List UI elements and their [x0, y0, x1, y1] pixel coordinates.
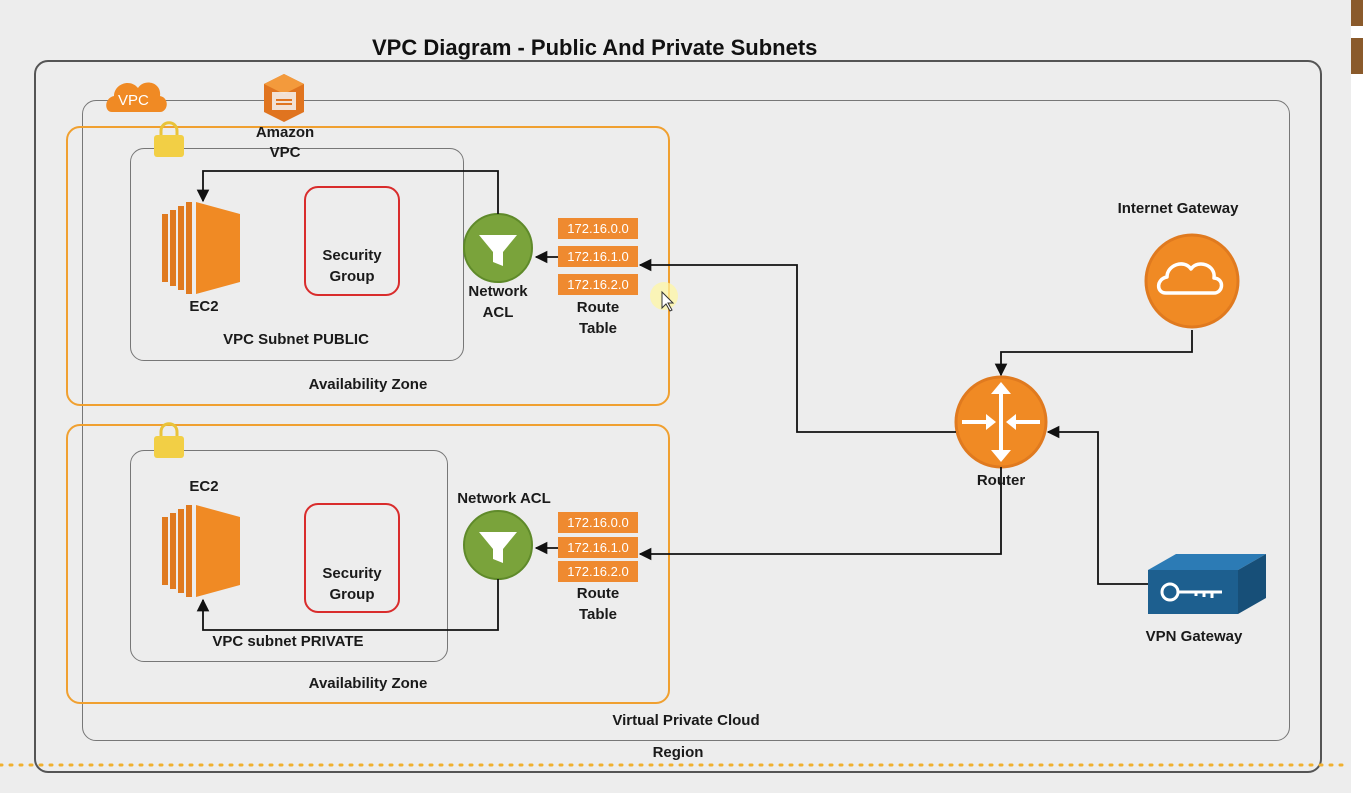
private-ec2-icon [162, 505, 240, 597]
public-network-acl-label: Network ACL [458, 281, 538, 323]
private-subnet-label: VPC subnet PRIVATE [212, 633, 364, 650]
igw-to-router-connector [994, 330, 1193, 377]
public-availability-zone-label: Availability Zone [308, 376, 428, 393]
private-route-entry-1: 172.16.0.0 [558, 512, 638, 533]
vpc-cloud-icon [106, 82, 167, 112]
private-acl-to-ec2-connector [196, 579, 499, 631]
internet-gateway-cloud-icon [1144, 233, 1240, 329]
private-security-group-label: Security Group [304, 563, 400, 605]
public-network-acl-icon [463, 213, 533, 283]
public-acl-line1: Network [468, 283, 528, 300]
vpn-gateway-label: VPN Gateway [1145, 628, 1243, 645]
public-route-table-label: Route Table [563, 297, 633, 339]
router-label: Router [976, 472, 1026, 489]
router-to-private-route-connector [638, 467, 1002, 561]
amazon-vpc-label-line2: VPC [269, 144, 301, 161]
public-route-line2: Table [578, 320, 618, 337]
router-to-public-route-connector [638, 258, 956, 433]
private-network-acl-icon [463, 510, 533, 580]
page-title: VPC Diagram - Public And Private Subnets [372, 35, 818, 60]
private-route-entry-2: 172.16.1.0 [558, 537, 638, 558]
public-acl-line2: ACL [482, 304, 514, 321]
public-security-group-label: Security Group [304, 245, 400, 287]
private-route-line2: Table [578, 606, 618, 623]
region-label: Region [652, 744, 704, 761]
right-edge-block-1 [1351, 0, 1363, 26]
private-availability-zone-label: Availability Zone [308, 675, 428, 692]
private-sg-line1: Security [322, 565, 382, 582]
private-availability-zone [66, 424, 670, 704]
public-subnet-label: VPC Subnet PUBLIC [223, 331, 369, 348]
public-subnet [130, 148, 464, 361]
amazon-vpc-label: Amazon VPC [248, 123, 322, 163]
public-route-entry-1: 172.16.0.0 [558, 218, 638, 239]
amazon-vpc-label-line1: Amazon [255, 124, 315, 141]
private-route-line1: Route [576, 585, 620, 602]
private-ec2-label: EC2 [189, 478, 219, 495]
private-sg-line2: Group [329, 586, 375, 603]
vpc-badge-label: VPC [118, 92, 149, 109]
private-zone-lock-icon [154, 422, 184, 458]
right-edge-block-2 [1351, 38, 1363, 74]
vpc-container [82, 100, 1290, 741]
public-availability-zone [66, 126, 670, 406]
public-sg-line2: Group [329, 268, 375, 285]
vpn-to-router-connector [1046, 425, 1148, 585]
private-network-acl-label: Network ACL [457, 490, 551, 507]
vpc-label: Virtual Private Cloud [612, 712, 760, 729]
public-security-group [304, 186, 400, 296]
public-route-entry-3: 172.16.2.0 [558, 274, 638, 295]
mouse-cursor-icon [650, 282, 678, 312]
vpn-gateway-icon [1148, 554, 1266, 614]
public-ec2-label: EC2 [189, 298, 219, 315]
private-security-group [304, 503, 400, 613]
right-edge-strip [1351, 0, 1363, 793]
public-route-line1: Route [576, 299, 620, 316]
private-route-entry-3: 172.16.2.0 [558, 561, 638, 582]
private-route-table-label: Route Table [563, 583, 633, 625]
amazon-vpc-icon [264, 74, 304, 122]
router-icon [954, 375, 1048, 469]
public-ec2-icon [162, 202, 240, 294]
private-subnet [130, 450, 448, 662]
public-zone-lock-icon [154, 121, 184, 157]
internet-gateway-label: Internet Gateway [1117, 200, 1239, 217]
public-route-entry-2: 172.16.1.0 [558, 246, 638, 267]
public-sg-line1: Security [322, 247, 382, 264]
public-acl-to-ec2-connector [196, 170, 499, 214]
region-container [34, 60, 1322, 773]
